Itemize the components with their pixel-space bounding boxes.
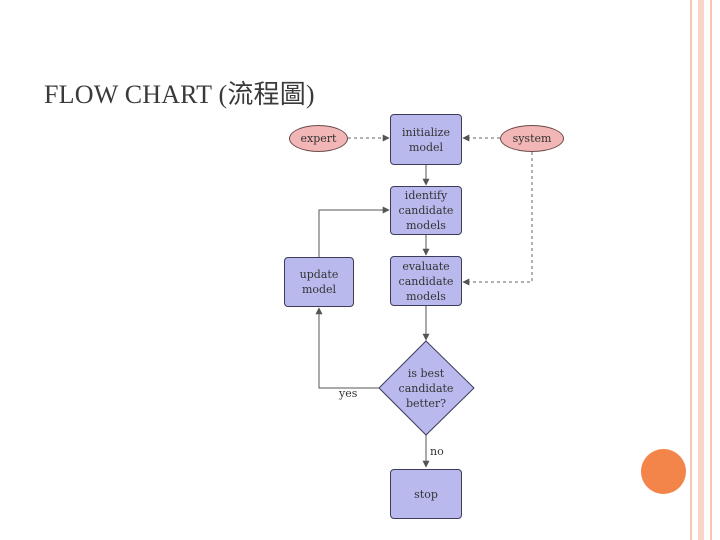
decision-label-line1: is best [407,366,445,380]
evaluate-label-line1: evaluate [402,259,450,273]
evaluate-candidate-models-node: evaluate candidate models [390,256,462,306]
edge-update-to-identify [318,206,390,258]
evaluate-label-line2: candidate [398,274,454,288]
decision-diamond-shape [378,340,475,436]
update-model-node: update model [284,257,354,307]
update-label-line1: update [299,268,339,281]
update-label-line2: model [301,283,337,296]
system-label: system [512,132,552,145]
yes-edge-label: yes [339,387,358,400]
identify-label-line3: models [406,219,446,232]
initialize-label-line1: initialize [402,125,450,139]
initialize-label-line2: model [408,140,444,154]
system-node: system [500,125,564,152]
initialize-model-node: initialize model [390,114,462,165]
slide-title: FLOW CHART (流程圖) [44,80,315,109]
identify-label-line2: candidate [398,204,454,217]
expert-node: expert [289,125,348,152]
stop-label: stop [414,487,438,501]
expert-label: expert [300,132,337,145]
decorative-orange-circle [641,449,686,494]
edge-system-to-evaluate [462,152,533,286]
no-edge-label: no [430,445,444,458]
identify-candidate-models-node: identify candidate models [390,186,462,235]
decision-label-line2: candidate [398,381,454,395]
edge-decision-to-update [315,307,379,389]
stop-node: stop [390,469,462,519]
decision-node: is best candidate better? [386,364,466,412]
decorative-stripe-inner [710,0,712,540]
identify-label-line1: identify [404,189,448,202]
decorative-stripe-middle [698,0,704,540]
decision-label-line3: better? [405,396,447,410]
decorative-stripe-outer [690,0,692,540]
evaluate-label-line3: models [406,289,446,303]
